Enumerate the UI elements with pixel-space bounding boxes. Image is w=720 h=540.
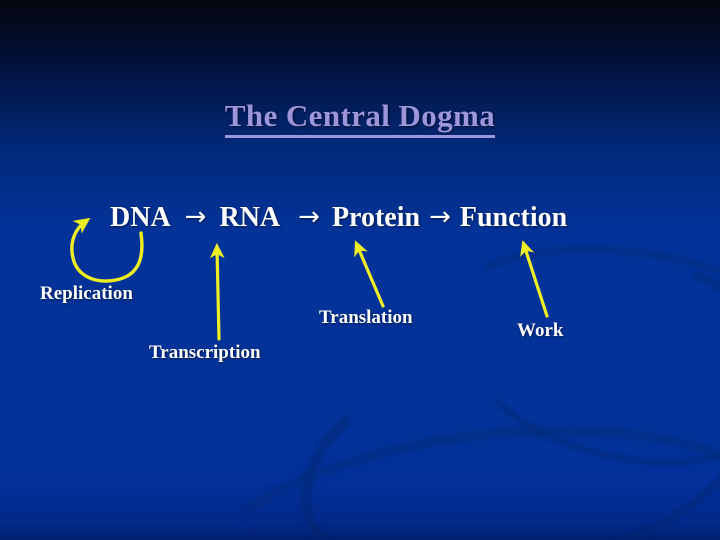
slide-title: The Central Dogma [0, 98, 720, 138]
callout-label-work: Work [517, 320, 564, 341]
background-swirl-decoration [283, 293, 720, 540]
callout-label-transcription: Transcription [149, 342, 261, 363]
chain-node-function: Function [459, 202, 568, 233]
work-arrow-icon [520, 240, 549, 318]
chain-arrow-right-icon: → [298, 202, 320, 232]
transcription-arrow-icon [209, 242, 225, 341]
background-swirl-decoration [178, 398, 720, 540]
chain-arrow-right-icon: → [184, 202, 207, 232]
callout-label-replication: Replication [40, 283, 133, 304]
chain-node-protein: Protein [331, 202, 421, 233]
chain-arrow-right-icon: → [429, 202, 451, 232]
background-swirl-decoration [456, 269, 720, 491]
central-dogma-chain: DNA → RNA → Protein → Function [110, 198, 567, 238]
chain-node-rna: RNA [219, 202, 281, 233]
background-swirl-decoration [416, 219, 720, 483]
slide-title-text: The Central Dogma [224, 98, 496, 138]
chain-node-dna: DNA [110, 202, 171, 233]
background-swirl-decoration [219, 200, 720, 540]
translation-arrow-icon [354, 240, 385, 308]
callout-label-translation: Translation [319, 307, 413, 328]
